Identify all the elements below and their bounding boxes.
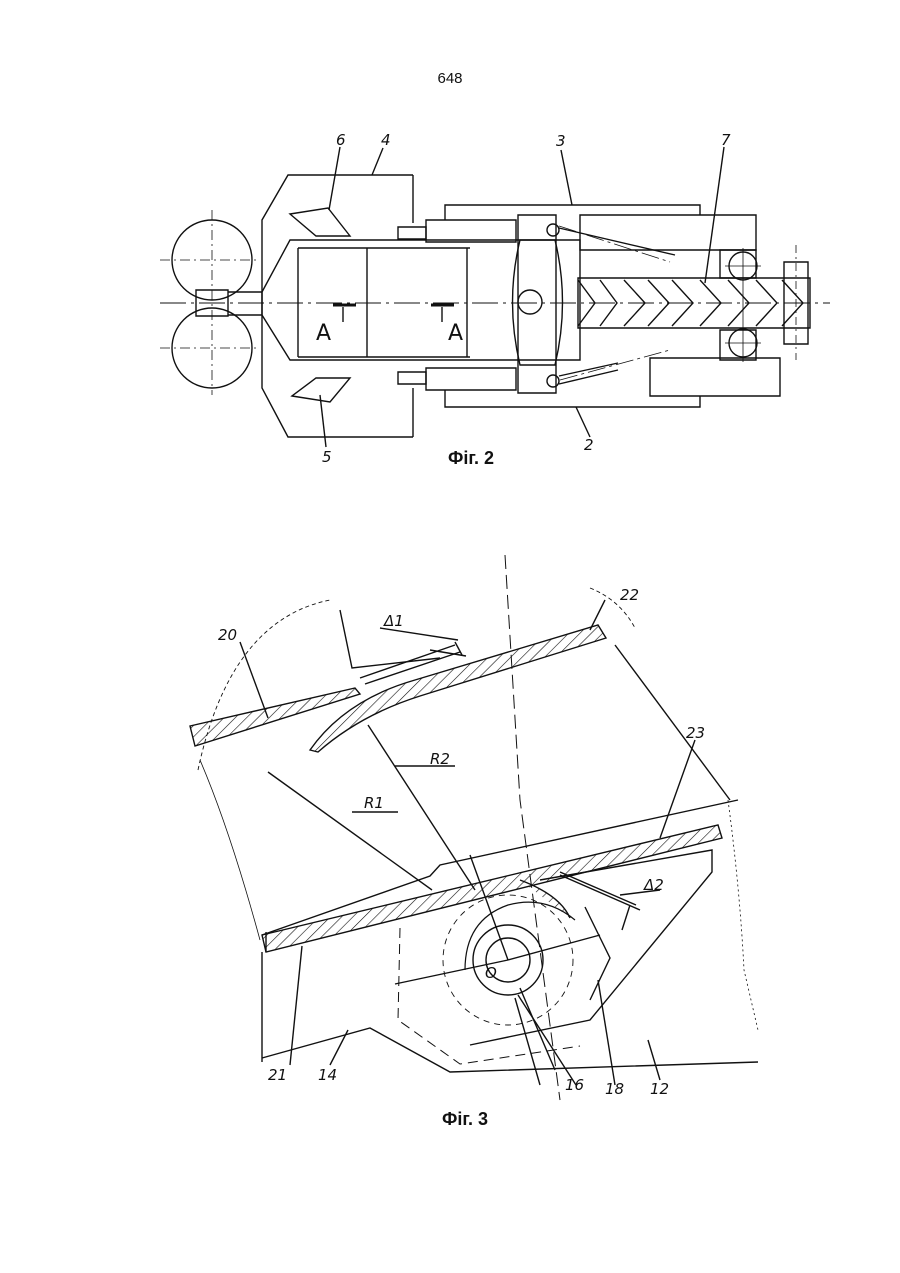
fig3-label-22: 22 [620, 586, 639, 604]
fig2-section-mark-left: A [316, 321, 331, 346]
figure-2-caption: Фіг. 2 [448, 448, 494, 469]
fig3-dim-delta2: Δ2 [643, 876, 664, 894]
fig3-label-14: 14 [318, 1066, 337, 1084]
fig3-dim-r2: R2 [430, 750, 450, 768]
fig2-label-2: 2 [584, 436, 594, 454]
fig2-label-7: 7 [721, 131, 731, 149]
fig3-label-20: 20 [218, 626, 237, 644]
fig3-dim-delta1: Δ1 [383, 612, 404, 630]
figure-2-drawing: 6 4 3 7 5 2 A A [0, 0, 900, 500]
figure-3-drawing: 20 22 23 21 14 16 18 12 Δ1 Δ2 R2 R1 O [0, 500, 900, 1120]
fig2-label-3: 3 [556, 132, 566, 150]
fig3-dim-r1: R1 [364, 794, 384, 812]
fig3-center-o: O [485, 964, 497, 982]
fig2-section-mark-right: A [448, 321, 463, 346]
fig3-label-23: 23 [686, 724, 705, 742]
fig3-label-16: 16 [565, 1076, 584, 1094]
fig3-label-18: 18 [605, 1080, 624, 1098]
fig3-label-12: 12 [650, 1080, 669, 1098]
fig2-label-5: 5 [322, 448, 332, 466]
figure-3-caption: Фіг. 3 [442, 1109, 488, 1130]
fig3-label-21: 21 [268, 1066, 287, 1084]
fig2-label-4: 4 [381, 131, 391, 149]
fig2-label-6: 6 [336, 131, 346, 149]
